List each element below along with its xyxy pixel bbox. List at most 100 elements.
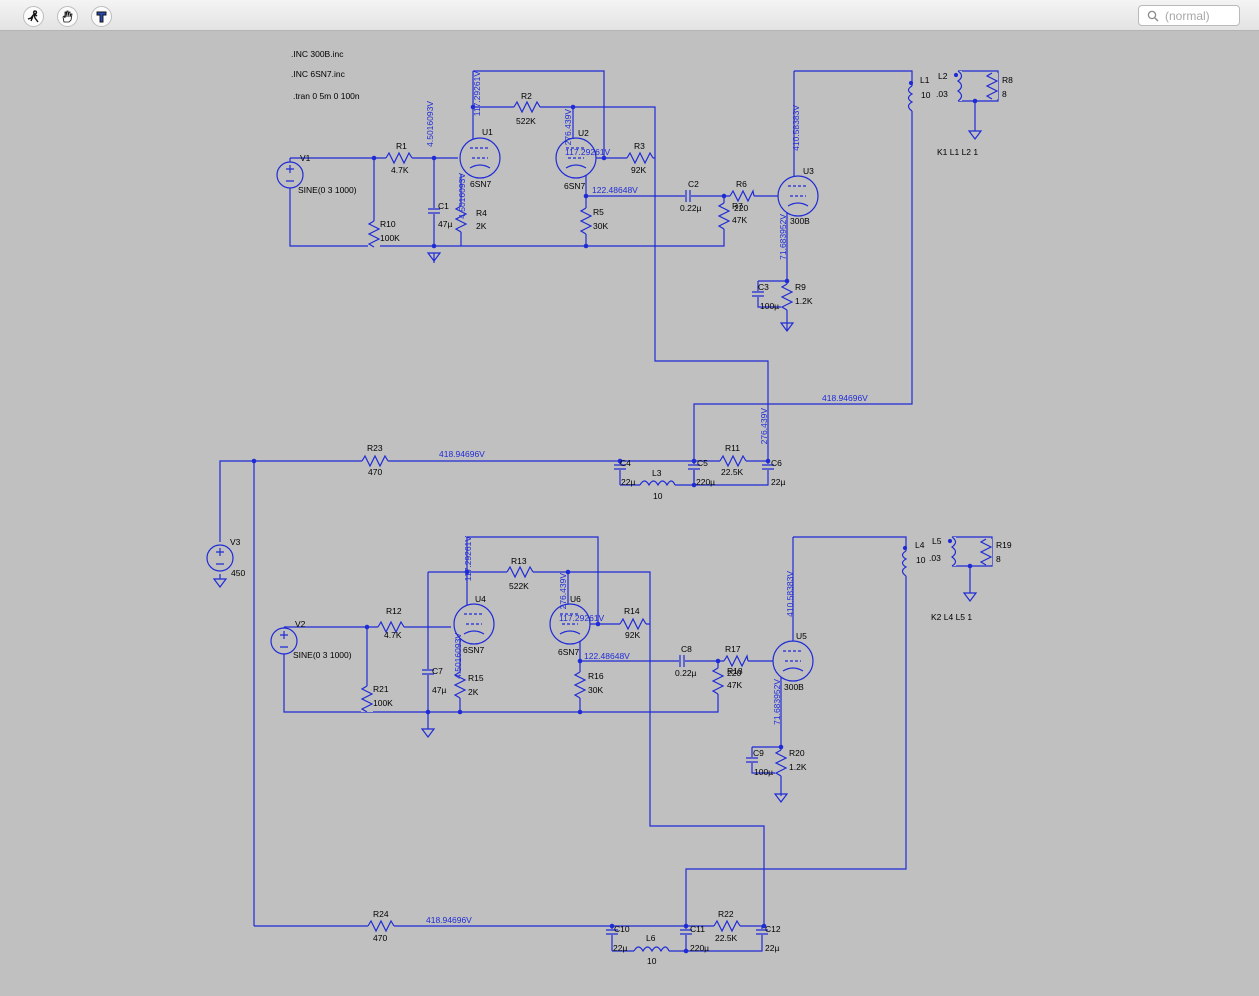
component-label[interactable]: 300B: [784, 682, 804, 692]
component-label[interactable]: V2: [295, 619, 306, 629]
component-label[interactable]: 300B: [790, 216, 810, 226]
component-label[interactable]: K1 L1 L2 1: [937, 147, 978, 157]
component-label[interactable]: C6: [771, 458, 782, 468]
component-label[interactable]: 1.2K: [789, 762, 807, 772]
component-label[interactable]: 220µ: [690, 943, 709, 953]
component-label[interactable]: SINE(0 3 1000): [298, 185, 357, 195]
component-label[interactable]: R3: [634, 141, 645, 151]
component-label[interactable]: R22: [718, 909, 734, 919]
directive-tran[interactable]: .tran 0 5m 0 100n: [293, 91, 360, 101]
component-label[interactable]: 10: [916, 555, 926, 565]
component-label[interactable]: R6: [736, 179, 747, 189]
hammer-button[interactable]: [91, 6, 112, 27]
component-label[interactable]: R1: [396, 141, 407, 151]
directive-inc-300b[interactable]: .INC 300B.inc: [291, 49, 344, 59]
component-label[interactable]: 22.5K: [721, 467, 744, 477]
component-label[interactable]: 100µ: [760, 301, 779, 311]
component-label[interactable]: R17: [725, 644, 741, 654]
component-label[interactable]: 10: [653, 491, 663, 501]
component-label[interactable]: L6: [646, 933, 656, 943]
component-label[interactable]: R16: [588, 671, 604, 681]
component-label[interactable]: C5: [697, 458, 708, 468]
component-label[interactable]: 4.7K: [384, 630, 402, 640]
component-label[interactable]: R2: [521, 91, 532, 101]
component-label[interactable]: C3: [758, 282, 769, 292]
component-label[interactable]: R11: [725, 443, 740, 453]
component-label[interactable]: L3: [652, 468, 662, 478]
component-label[interactable]: 10: [921, 90, 931, 100]
component-label[interactable]: 470: [368, 467, 382, 477]
component-label[interactable]: 522K: [509, 581, 529, 591]
component-label[interactable]: 100µ: [754, 767, 773, 777]
component-label[interactable]: 6SN7: [564, 181, 586, 191]
component-label[interactable]: .03: [936, 89, 948, 99]
component-label[interactable]: C9: [753, 748, 764, 758]
component-label[interactable]: SINE(0 3 1000): [293, 650, 352, 660]
component-label[interactable]: R9: [795, 282, 806, 292]
directive-inc-6sn7[interactable]: .INC 6SN7.inc: [291, 69, 346, 79]
component-label[interactable]: V3: [230, 537, 241, 547]
component-label[interactable]: 100K: [373, 698, 393, 708]
component-label[interactable]: 30K: [593, 221, 608, 231]
component-label[interactable]: 220: [734, 203, 748, 213]
component-label[interactable]: R14: [624, 606, 640, 616]
component-label[interactable]: 2K: [476, 221, 487, 231]
run-button[interactable]: [23, 6, 44, 27]
component-label[interactable]: 0.22µ: [675, 668, 697, 678]
component-label[interactable]: R7: [732, 201, 743, 211]
component-label[interactable]: R21: [373, 684, 389, 694]
component-label[interactable]: 6SN7: [463, 645, 485, 655]
component-label[interactable]: 6SN7: [558, 647, 580, 657]
component-label[interactable]: 522K: [516, 116, 536, 126]
component-label[interactable]: U4: [475, 594, 486, 604]
component-label[interactable]: 220µ: [696, 477, 715, 487]
component-label[interactable]: V1: [300, 153, 311, 163]
component-label[interactable]: 100K: [380, 233, 400, 243]
component-label[interactable]: C8: [681, 644, 692, 654]
component-label[interactable]: R18: [727, 666, 743, 676]
component-label[interactable]: R5: [593, 207, 604, 217]
component-label[interactable]: 22µ: [765, 943, 779, 953]
component-label[interactable]: R20: [789, 748, 805, 758]
component-label[interactable]: R12: [386, 606, 402, 616]
component-label[interactable]: 22µ: [613, 943, 627, 953]
component-label[interactable]: 47K: [727, 680, 742, 690]
component-label[interactable]: R23: [367, 443, 383, 453]
component-label[interactable]: L1: [920, 75, 930, 85]
component-label[interactable]: 22µ: [771, 477, 785, 487]
component-label[interactable]: L4: [915, 540, 925, 550]
pan-button[interactable]: [57, 6, 78, 27]
schematic-canvas[interactable]: .INC 300B.inc .INC 6SN7.inc .tran 0 5m 0…: [0, 31, 1259, 996]
component-label[interactable]: 4.7K: [391, 165, 409, 175]
component-label[interactable]: C2: [688, 179, 699, 189]
component-label[interactable]: 22µ: [621, 477, 635, 487]
component-label[interactable]: C12: [765, 924, 781, 934]
component-label[interactable]: R10: [380, 219, 396, 229]
component-label[interactable]: 47µ: [432, 685, 446, 695]
component-label[interactable]: U1: [482, 127, 493, 137]
component-label[interactable]: 8: [996, 554, 1001, 564]
search-box[interactable]: (normal): [1138, 5, 1240, 26]
component-label[interactable]: 47µ: [438, 219, 452, 229]
component-label[interactable]: U3: [803, 166, 814, 176]
component-label[interactable]: R8: [1002, 75, 1013, 85]
component-label[interactable]: R4: [476, 208, 487, 218]
component-label[interactable]: 2K: [468, 687, 479, 697]
component-label[interactable]: 450: [231, 568, 245, 578]
component-label[interactable]: L2: [938, 71, 948, 81]
component-label[interactable]: 470: [373, 933, 387, 943]
component-label[interactable]: 10: [647, 956, 657, 966]
component-label[interactable]: C1: [438, 201, 449, 211]
component-label[interactable]: R13: [511, 556, 527, 566]
component-label[interactable]: 0.22µ: [680, 203, 702, 213]
component-label[interactable]: 8: [1002, 89, 1007, 99]
component-label[interactable]: C10: [614, 924, 630, 934]
component-label[interactable]: C7: [432, 666, 443, 676]
component-label[interactable]: C11: [690, 924, 705, 934]
component-label[interactable]: 92K: [625, 630, 640, 640]
component-label[interactable]: 92K: [631, 165, 646, 175]
component-label[interactable]: 1.2K: [795, 296, 813, 306]
component-label[interactable]: .03: [929, 553, 941, 563]
component-label[interactable]: 220: [727, 668, 741, 678]
component-label[interactable]: U2: [578, 128, 589, 138]
